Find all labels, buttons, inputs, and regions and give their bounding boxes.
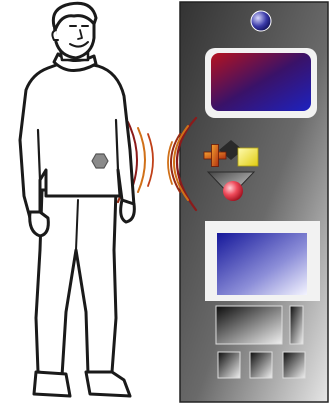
kiosk-button-1 <box>218 352 240 378</box>
person-left-hand <box>30 212 49 236</box>
kiosk-button-3 <box>283 352 305 378</box>
kiosk-main-screen <box>217 233 307 295</box>
square-icon <box>238 148 258 166</box>
hexagon-badge-icon <box>92 154 108 168</box>
circle-icon <box>223 181 243 201</box>
person-right-shoe <box>86 372 130 396</box>
kiosk-terminal <box>180 2 328 402</box>
kiosk-card-slot-panel <box>216 306 282 344</box>
person-left-shoe <box>34 372 70 396</box>
person-right-hand <box>121 200 135 222</box>
kiosk-top-screen <box>211 53 311 111</box>
kiosk-camera-dome <box>251 11 271 31</box>
kiosk-side-slot <box>290 306 303 344</box>
person <box>20 3 134 396</box>
kiosk-button-2 <box>250 352 272 378</box>
